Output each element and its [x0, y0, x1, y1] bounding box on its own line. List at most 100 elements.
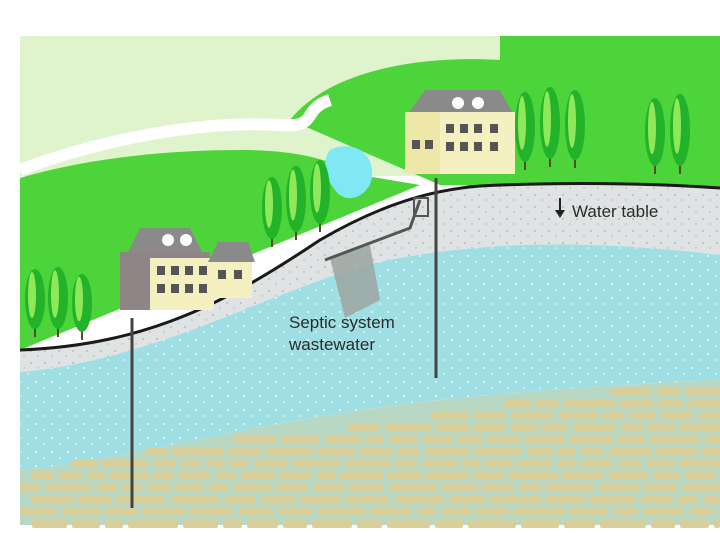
- bedrock-block: [78, 496, 111, 504]
- bedrock-block: [651, 520, 675, 528]
- bedrock-block: [398, 448, 420, 456]
- bedrock-block: [661, 412, 694, 420]
- bedrock-block: [181, 460, 200, 468]
- bedrock-block: [558, 448, 576, 456]
- bedrock-block: [511, 424, 537, 432]
- bedrock-block: [279, 508, 312, 516]
- bedrock-block: [432, 412, 470, 420]
- bedrock-block: [183, 520, 218, 528]
- bedrock-block: [247, 520, 278, 528]
- bedrock-block: [570, 508, 610, 516]
- bedrock-block: [631, 412, 656, 420]
- bedrock-block: [239, 508, 274, 516]
- bedrock-block: [604, 412, 626, 420]
- bedrock-block: [389, 484, 437, 492]
- bedrock-block: [562, 472, 604, 480]
- bedrock-block: [280, 472, 312, 480]
- bedrock-block: [389, 436, 418, 444]
- bedrock-block: [442, 484, 477, 492]
- bedrock-block: [106, 508, 137, 516]
- water-table-label: Water table: [572, 201, 658, 223]
- bedrock-block: [648, 424, 675, 432]
- bedrock-block: [475, 412, 506, 420]
- bedrock-block: [253, 460, 289, 468]
- bedrock-block: [536, 400, 559, 408]
- bedrock-block: [699, 412, 720, 420]
- bedrock-block: [32, 520, 67, 528]
- bedrock-block: [474, 424, 506, 432]
- bedrock-block: [680, 520, 709, 528]
- bedrock-block: [573, 424, 616, 432]
- bedrock-block: [609, 448, 651, 456]
- bedrock-block: [209, 484, 228, 492]
- bedrock-block: [346, 496, 390, 504]
- bedrock-block: [171, 496, 219, 504]
- bedrock-block: [658, 400, 683, 408]
- bedrock-block: [32, 472, 54, 480]
- bedrock-block: [110, 472, 149, 480]
- bedrock-block: [205, 460, 225, 468]
- bedrock-block: [72, 460, 97, 468]
- bedrock-block: [276, 484, 308, 492]
- bedrock-block: [300, 496, 341, 504]
- bedrock-block: [72, 520, 100, 528]
- bedrock-block: [312, 520, 352, 528]
- bedrock-block: [643, 508, 684, 516]
- bedrock-block: [146, 448, 167, 456]
- bedrock-block: [294, 460, 340, 468]
- bedrock-block: [241, 472, 275, 480]
- bedrock-block: [230, 460, 248, 468]
- bedrock-block: [557, 460, 577, 468]
- bedrock-block: [615, 508, 638, 516]
- bedrock-block: [20, 484, 40, 492]
- bedrock-block: [154, 472, 174, 480]
- bedrock-block: [527, 448, 553, 456]
- bedrock-block: [705, 436, 720, 444]
- bedrock-block: [714, 520, 720, 528]
- bedrock-block: [564, 520, 595, 528]
- bedrock-block: [678, 496, 698, 504]
- bedrock-block: [521, 520, 559, 528]
- bedrock-block: [423, 436, 453, 444]
- bedrock-block: [172, 448, 223, 456]
- bedrock-block: [688, 400, 720, 408]
- bedrock-block: [546, 496, 585, 504]
- bedrock-block: [518, 460, 552, 468]
- bedrock-block: [423, 460, 457, 468]
- bedrock-block: [546, 484, 594, 492]
- bedrock-block: [87, 472, 105, 480]
- bedrock-block: [462, 460, 481, 468]
- bedrock-block: [650, 436, 700, 444]
- bedrock-block: [620, 400, 653, 408]
- bedrock-block: [345, 460, 391, 468]
- bedrock-block: [61, 508, 101, 516]
- bedrock-block: [524, 436, 565, 444]
- bedrock-block: [425, 448, 469, 456]
- bedrock-block: [228, 448, 261, 456]
- bedrock-block: [436, 424, 469, 432]
- bedrock-block: [396, 460, 418, 468]
- bedrock-block: [176, 484, 204, 492]
- bedrock-block: [600, 520, 646, 528]
- bedrock-block: [689, 508, 712, 516]
- bedrock-block: [680, 460, 720, 468]
- bedrock-block: [417, 508, 436, 516]
- bedrock-block: [105, 520, 123, 528]
- bedrock-block: [644, 484, 678, 492]
- bedrock-block: [657, 388, 680, 396]
- bedrock-block: [233, 484, 271, 492]
- bedrock-block: [474, 472, 503, 480]
- bedrock-block: [581, 448, 604, 456]
- bedrock-block: [482, 484, 514, 492]
- bedrock-block: [233, 436, 276, 444]
- bedrock-block: [147, 484, 171, 492]
- bedrock-block: [340, 472, 383, 480]
- bedrock-block: [582, 460, 612, 468]
- bedrock-block: [281, 436, 320, 444]
- bedrock-block: [490, 496, 541, 504]
- bedrock-block: [617, 460, 642, 468]
- bedrock-block: [564, 400, 615, 408]
- bedrock-block: [325, 436, 361, 444]
- bedrock-block: [20, 508, 56, 516]
- bedrock-block: [366, 436, 384, 444]
